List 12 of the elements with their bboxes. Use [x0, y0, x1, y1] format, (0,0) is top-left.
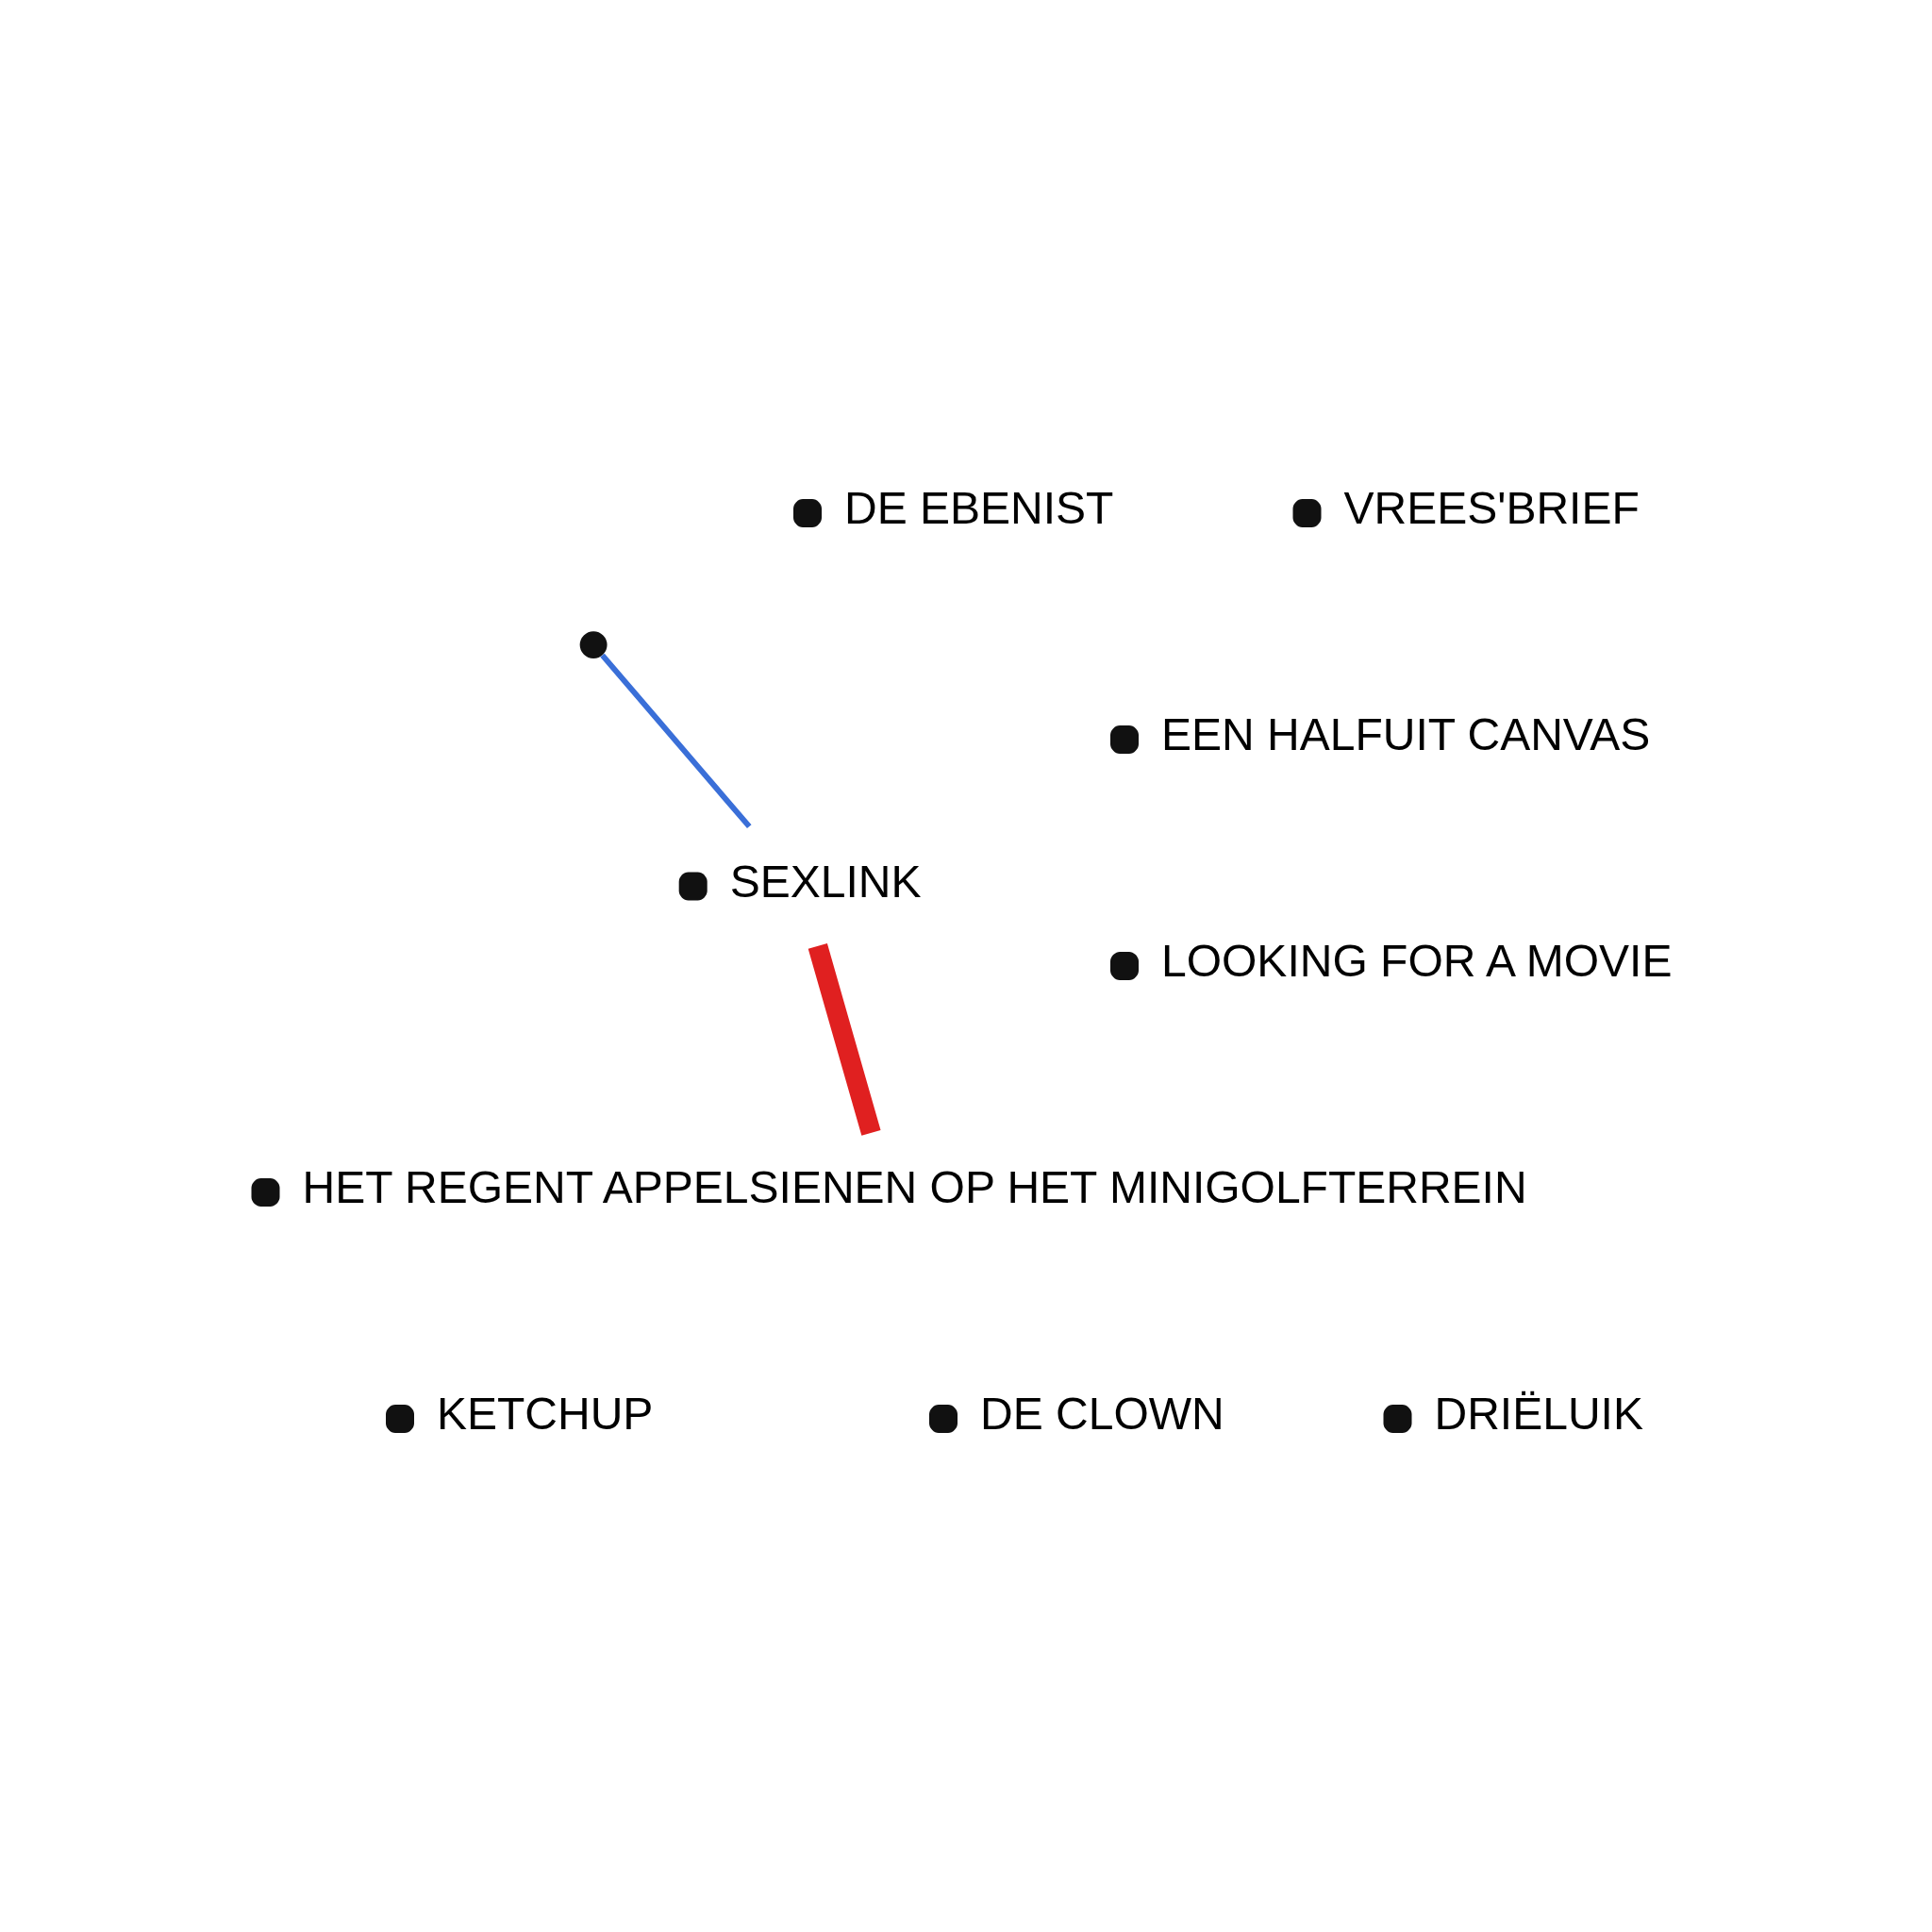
node-label: DRIËLUIK [1434, 1389, 1643, 1440]
node-label: LOOKING FOR A MOVIE [1161, 936, 1673, 987]
node-label: EEN HALFUIT CANVAS [1161, 709, 1651, 760]
node-label: VREES'BRIEF [1343, 483, 1640, 534]
node-label: DE CLOWN [980, 1389, 1224, 1440]
connector [808, 943, 881, 1136]
connector [600, 653, 752, 829]
node-label: KETCHUP [437, 1389, 654, 1440]
node-circle [579, 631, 608, 659]
node-label: HET REGENT APPELSIENEN OP HET MINIGOLFTERREIN [302, 1162, 1527, 1213]
node-label: DE EBENIST [844, 483, 1114, 534]
node-label: SEXLINK [729, 857, 922, 908]
